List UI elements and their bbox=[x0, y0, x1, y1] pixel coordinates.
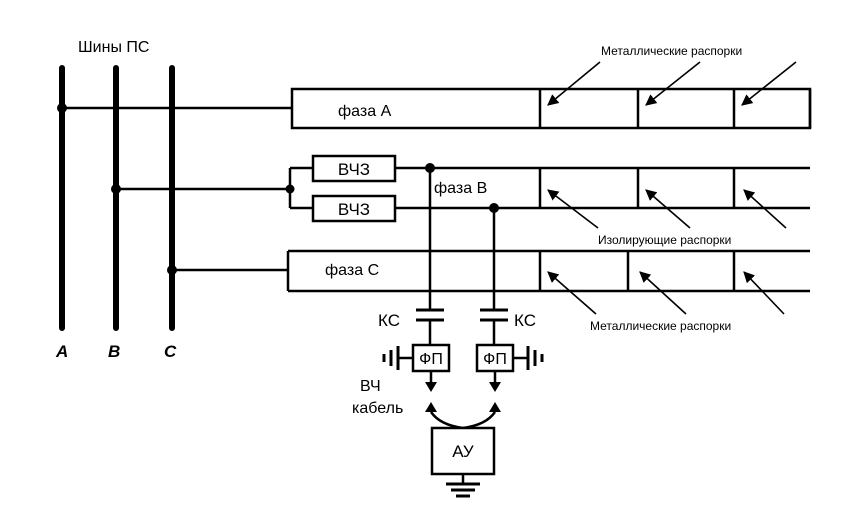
connector-left-bottom bbox=[425, 402, 437, 412]
bus-a-label: A bbox=[55, 342, 68, 361]
hf-cable-label-1: ВЧ bbox=[360, 378, 381, 395]
au-equipment bbox=[430, 426, 496, 476]
ks-right-label: КС bbox=[514, 311, 536, 330]
substation-buses-title: Шины ПС bbox=[78, 39, 149, 56]
metal-spacers-bottom-label: Металлические распорки bbox=[590, 319, 731, 333]
bus-c-label: C bbox=[164, 342, 177, 361]
connector-left-top bbox=[425, 382, 437, 392]
au-label: АУ bbox=[452, 442, 474, 461]
vchz-1-label: ВЧЗ bbox=[338, 160, 370, 179]
ground-au-icon bbox=[446, 474, 480, 498]
fp-left-label: ФП bbox=[419, 351, 443, 368]
hf-cable bbox=[429, 411, 497, 430]
phase-b-label: фаза B bbox=[434, 180, 487, 197]
metal-spacers-top-label: Металлические распорки bbox=[601, 44, 742, 58]
fp-right-label: ФП bbox=[483, 351, 507, 368]
vchz-2-label: ВЧЗ bbox=[338, 200, 370, 219]
phase-c-label: фаза C bbox=[325, 262, 379, 279]
ground-right-icon bbox=[513, 346, 544, 370]
hf-cable-label-2: кабель bbox=[352, 400, 403, 417]
vchz-2 bbox=[311, 194, 397, 223]
ground-left-icon bbox=[382, 346, 413, 370]
connector-right-bottom bbox=[489, 402, 501, 412]
phase-a-label: фаза A bbox=[338, 103, 392, 120]
ks-left-label: КС bbox=[378, 311, 400, 330]
ks-capacitor-right bbox=[480, 308, 508, 322]
bus-b-label: B bbox=[108, 342, 120, 361]
ks-capacitor-left bbox=[416, 308, 444, 322]
insulating-spacers-label: Изолирующие распорки bbox=[598, 233, 731, 247]
connector-right-top bbox=[489, 382, 501, 392]
